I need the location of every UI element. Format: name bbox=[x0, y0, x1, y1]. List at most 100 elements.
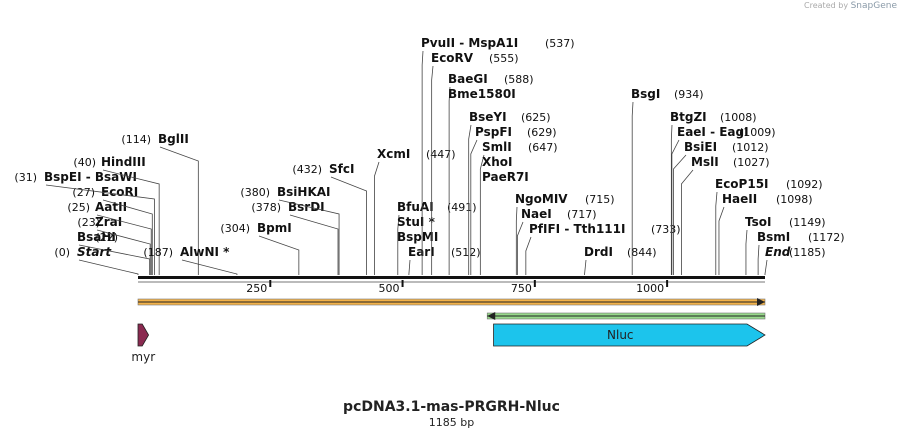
site-position: (625) bbox=[521, 111, 551, 124]
site-name: AlwNI * bbox=[180, 245, 230, 259]
site-name: BspMI bbox=[397, 230, 438, 244]
site-name: PspFI bbox=[475, 125, 512, 139]
site-name: HindIII bbox=[101, 155, 146, 169]
site-name: NaeI bbox=[521, 207, 552, 221]
site-name: Bme1580I bbox=[448, 87, 516, 101]
ruler-tick-label: 1000 bbox=[636, 282, 664, 295]
site-name: BglII bbox=[158, 132, 189, 146]
feature-label: myr bbox=[131, 350, 155, 364]
site-leader-line bbox=[421, 50, 424, 275]
site-name: BaeGI bbox=[448, 72, 488, 86]
site-name: BsrDI bbox=[288, 200, 325, 214]
sequence-length: 1185 bp bbox=[428, 416, 475, 429]
site-leader-line bbox=[718, 206, 725, 275]
site-name: EcoRV bbox=[431, 51, 474, 65]
site-position: (1012) bbox=[732, 141, 769, 154]
sequence-backbone bbox=[138, 276, 765, 279]
site-name: BpmI bbox=[257, 221, 292, 235]
site-leader-line bbox=[515, 206, 518, 275]
site-position: (1149) bbox=[789, 216, 826, 229]
site-leader-line bbox=[670, 124, 673, 275]
site-name: BspEI - BsaWI bbox=[44, 170, 137, 184]
site-leader-line bbox=[525, 236, 532, 275]
site-position: (844) bbox=[627, 246, 657, 259]
site-position: (23) bbox=[77, 216, 100, 229]
site-name: StuI * bbox=[397, 215, 436, 229]
site-name: AatII bbox=[95, 200, 127, 214]
site-position: (1092) bbox=[786, 178, 823, 191]
site-name: SmlI bbox=[482, 140, 512, 154]
site-name: BsiHKAI bbox=[277, 185, 331, 199]
site-position: (647) bbox=[528, 141, 558, 154]
site-leader-line bbox=[102, 169, 160, 275]
site-position: (491) bbox=[447, 201, 477, 214]
site-name: BsiEI bbox=[684, 140, 717, 154]
site-position: (1172) bbox=[808, 231, 845, 244]
site-position: (1185) bbox=[789, 246, 826, 259]
site-name: EaeI - EagI bbox=[677, 125, 749, 139]
site-leader-line bbox=[681, 169, 694, 275]
site-position: (187) bbox=[143, 246, 173, 259]
site-name: End bbox=[765, 245, 791, 259]
site-name: MslI bbox=[691, 155, 719, 169]
site-leader-line bbox=[374, 161, 380, 275]
feature-arrowhead bbox=[757, 298, 765, 306]
site-leader-line bbox=[671, 139, 680, 275]
site-position: (733) bbox=[651, 223, 681, 236]
site-name: XcmI bbox=[377, 147, 410, 161]
site-position: (537) bbox=[545, 37, 575, 50]
site-position: (1098) bbox=[776, 193, 813, 206]
site-name: TsoI bbox=[745, 215, 771, 229]
site-leader-line bbox=[757, 244, 760, 275]
site-position: (715) bbox=[585, 193, 615, 206]
feature-arrow bbox=[137, 323, 150, 347]
site-name: BsaHI bbox=[77, 230, 116, 244]
site-leader-line bbox=[468, 124, 472, 275]
site-leader-line bbox=[96, 229, 151, 275]
site-leader-line bbox=[289, 214, 339, 275]
site-position: (588) bbox=[504, 73, 534, 86]
site-leader-line bbox=[397, 214, 400, 275]
site-name: Start bbox=[77, 245, 112, 259]
site-position: (629) bbox=[527, 126, 557, 139]
site-position: (1009) bbox=[739, 126, 776, 139]
site-name: BseYI bbox=[469, 110, 507, 124]
site-position: (1027) bbox=[733, 156, 770, 169]
site-position: (304) bbox=[220, 222, 250, 235]
site-name: PfIFI - Tth111I bbox=[529, 222, 625, 236]
site-leader-line bbox=[45, 184, 155, 275]
site-leader-line bbox=[764, 259, 768, 275]
site-position: (512) bbox=[451, 246, 481, 259]
site-name: EarI bbox=[408, 245, 435, 259]
site-position: (380) bbox=[240, 186, 270, 199]
site-position: (40) bbox=[73, 156, 96, 169]
site-position: (27) bbox=[72, 186, 95, 199]
site-leader-line bbox=[96, 214, 152, 275]
ruler-tick-label: 500 bbox=[379, 282, 400, 295]
map-title: pcDNA3.1-mas-PRGRH-Nluc bbox=[343, 399, 560, 415]
site-leader-line bbox=[278, 199, 340, 275]
site-name: PaeR7I bbox=[482, 170, 529, 184]
site-name: BsmI bbox=[757, 230, 790, 244]
site-position: (25) bbox=[67, 201, 90, 214]
credit-prefix: Created by bbox=[804, 1, 849, 10]
site-position: (114) bbox=[121, 133, 151, 146]
site-leader-line bbox=[330, 176, 367, 275]
site-name: BfuAI bbox=[397, 200, 434, 214]
site-name: EcoP15I bbox=[715, 177, 769, 191]
site-leader-line bbox=[78, 259, 139, 275]
site-position: (0) bbox=[54, 246, 70, 259]
site-name: XhoI bbox=[482, 155, 513, 169]
site-leader-line bbox=[584, 259, 587, 275]
feature-arrowhead bbox=[487, 312, 496, 320]
site-leader-line bbox=[715, 191, 718, 275]
feature-label: Nluc bbox=[607, 328, 634, 342]
ruler-tick-label: 750 bbox=[511, 282, 532, 295]
site-name: SfcI bbox=[329, 162, 354, 176]
site-leader-line bbox=[408, 259, 411, 275]
site-name: PvuII - MspA1I bbox=[421, 36, 518, 50]
site-leader-line bbox=[631, 101, 634, 275]
site-name: NgoMIV bbox=[515, 192, 568, 206]
site-name: BtgZI bbox=[670, 110, 707, 124]
